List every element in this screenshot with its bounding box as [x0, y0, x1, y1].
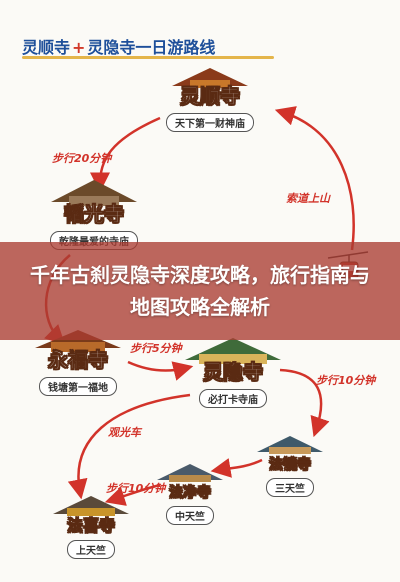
- arrow-fajing2-faxi: [104, 483, 161, 506]
- temple-roof-icon: [157, 464, 223, 482]
- route-title: 灵顺寺+灵隐寺一日游路线: [22, 34, 215, 58]
- stop-name: 法净寺: [169, 485, 212, 502]
- stop-name: 韬光寺: [64, 202, 125, 227]
- stop-subtitle: 必打卡寺庙: [199, 389, 267, 408]
- edge-label-tourbus: 观光车: [108, 426, 141, 439]
- edge-label-walk10b: 步行10分钟: [106, 482, 166, 495]
- title-part-a: 灵顺寺: [22, 38, 71, 57]
- stop-subtitle: 上天竺: [67, 540, 115, 559]
- edge-label-walk20: 步行20分钟: [52, 152, 112, 165]
- arrow-fajing-fajing2: [210, 458, 263, 478]
- stop-lingyin: 灵隐寺 必打卡寺庙: [178, 334, 288, 408]
- stop-subtitle: 钱塘第一福地: [39, 377, 117, 396]
- temple-roof-icon: [257, 436, 323, 454]
- stop-subtitle: 中天竺: [166, 506, 214, 525]
- arrow-lingyin-fajing: [279, 368, 330, 438]
- stop-name: 法镜寺: [269, 457, 312, 474]
- arrow-lingshun-taoguang: [90, 116, 161, 193]
- headline-banner: 千年古刹灵隐寺深度攻略，旅行指南与地图攻略全解析: [0, 242, 400, 340]
- stop-fajing: 法镜寺 三天竺: [250, 432, 330, 497]
- stop-name: 永福寺: [48, 348, 109, 373]
- arrow-tourbus-loop: [67, 393, 191, 500]
- stop-taoguang: 韬光寺 乾隆最爱的寺庙: [34, 176, 154, 250]
- title-underline: [22, 56, 274, 59]
- arrow-yongfu-lingyin: [127, 360, 194, 381]
- arrow-cableway-lingshun: [274, 106, 355, 251]
- title-plus: +: [72, 38, 86, 57]
- stop-name: 灵隐寺: [203, 360, 264, 385]
- edge-label-walk10: 步行10分钟: [316, 374, 376, 387]
- stop-lingshun: 灵顺寺 天下第一财神庙: [150, 64, 270, 132]
- temple-roof-icon: [53, 496, 129, 516]
- stop-name: 法喜寺: [66, 516, 116, 536]
- temple-roof-icon: [185, 338, 281, 364]
- edge-label-cableway: 索道上山: [286, 192, 330, 205]
- edge-label-walk5: 步行5分钟: [130, 342, 182, 355]
- stop-subtitle: 三天竺: [266, 478, 314, 497]
- temple-roof-icon: [51, 180, 137, 206]
- temple-roof-icon: [172, 68, 248, 88]
- stop-faxi: 法喜寺 上天竺: [46, 492, 136, 559]
- stop-name: 灵顺寺: [180, 84, 241, 109]
- stop-subtitle: 天下第一财神庙: [166, 113, 254, 132]
- title-part-b: 灵隐寺一日游路线: [87, 38, 216, 57]
- stop-fajing2: 法净寺 中天竺: [150, 460, 230, 525]
- headline-text: 千年古刹灵隐寺深度攻略，旅行指南与地图攻略全解析: [30, 263, 370, 319]
